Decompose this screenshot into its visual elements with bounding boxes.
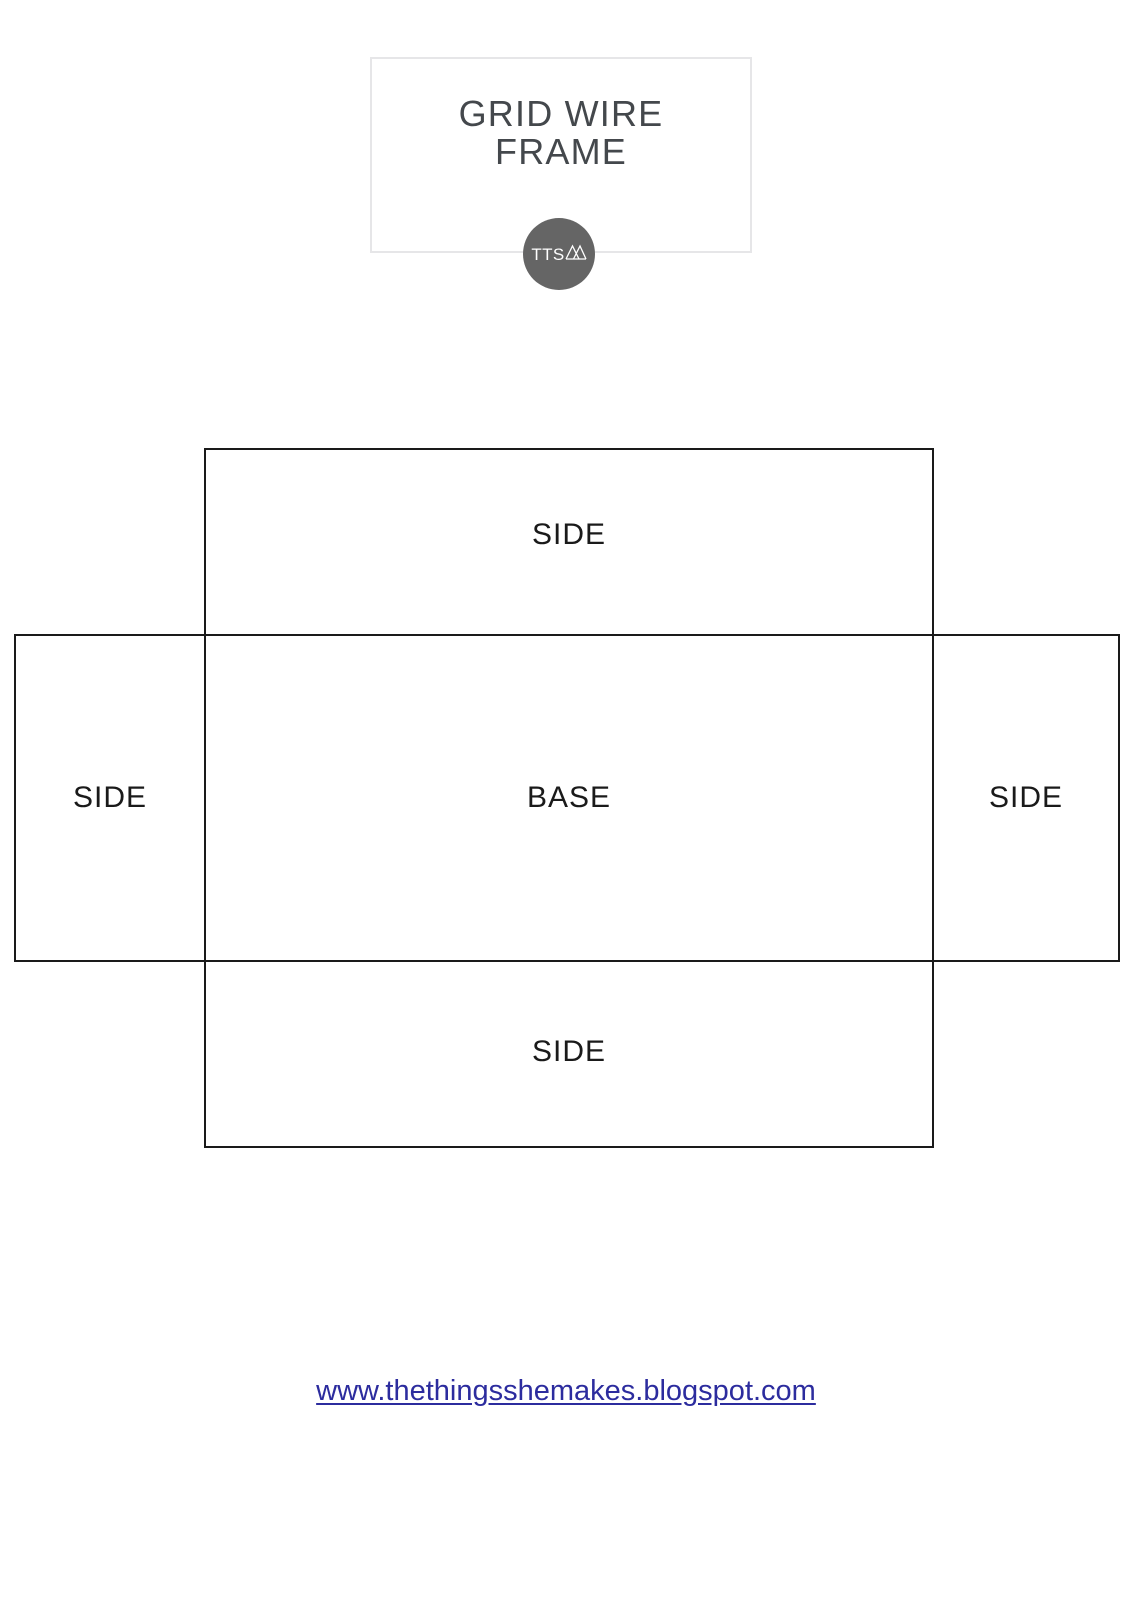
page-title: GRID WIRE FRAME [458, 93, 664, 172]
panel-label-side-bottom: SIDE [523, 1036, 615, 1068]
panel-label-side-right: SIDE [980, 782, 1072, 814]
double-triangle-mountain-icon [565, 243, 587, 265]
panel-label-side-top: SIDE [523, 519, 615, 551]
panel-side-bottom: SIDE [204, 960, 934, 1148]
panel-label-side-left: SIDE [64, 782, 156, 814]
panel-side-right: SIDE [932, 634, 1120, 962]
panel-side-top: SIDE [204, 448, 934, 636]
panel-label-base: BASE [518, 782, 620, 814]
logo-text: TTS [531, 244, 565, 264]
logo-inner: TTS [531, 243, 587, 265]
panel-base: BASE [204, 634, 934, 962]
panel-side-left: SIDE [14, 634, 206, 962]
brand-logo-badge: TTS [523, 218, 595, 290]
blog-url-link[interactable]: www.thethingsshemakes.blogspot.com [316, 1375, 816, 1407]
footer: www.thethingsshemakes.blogspot.com [0, 1375, 1132, 1408]
